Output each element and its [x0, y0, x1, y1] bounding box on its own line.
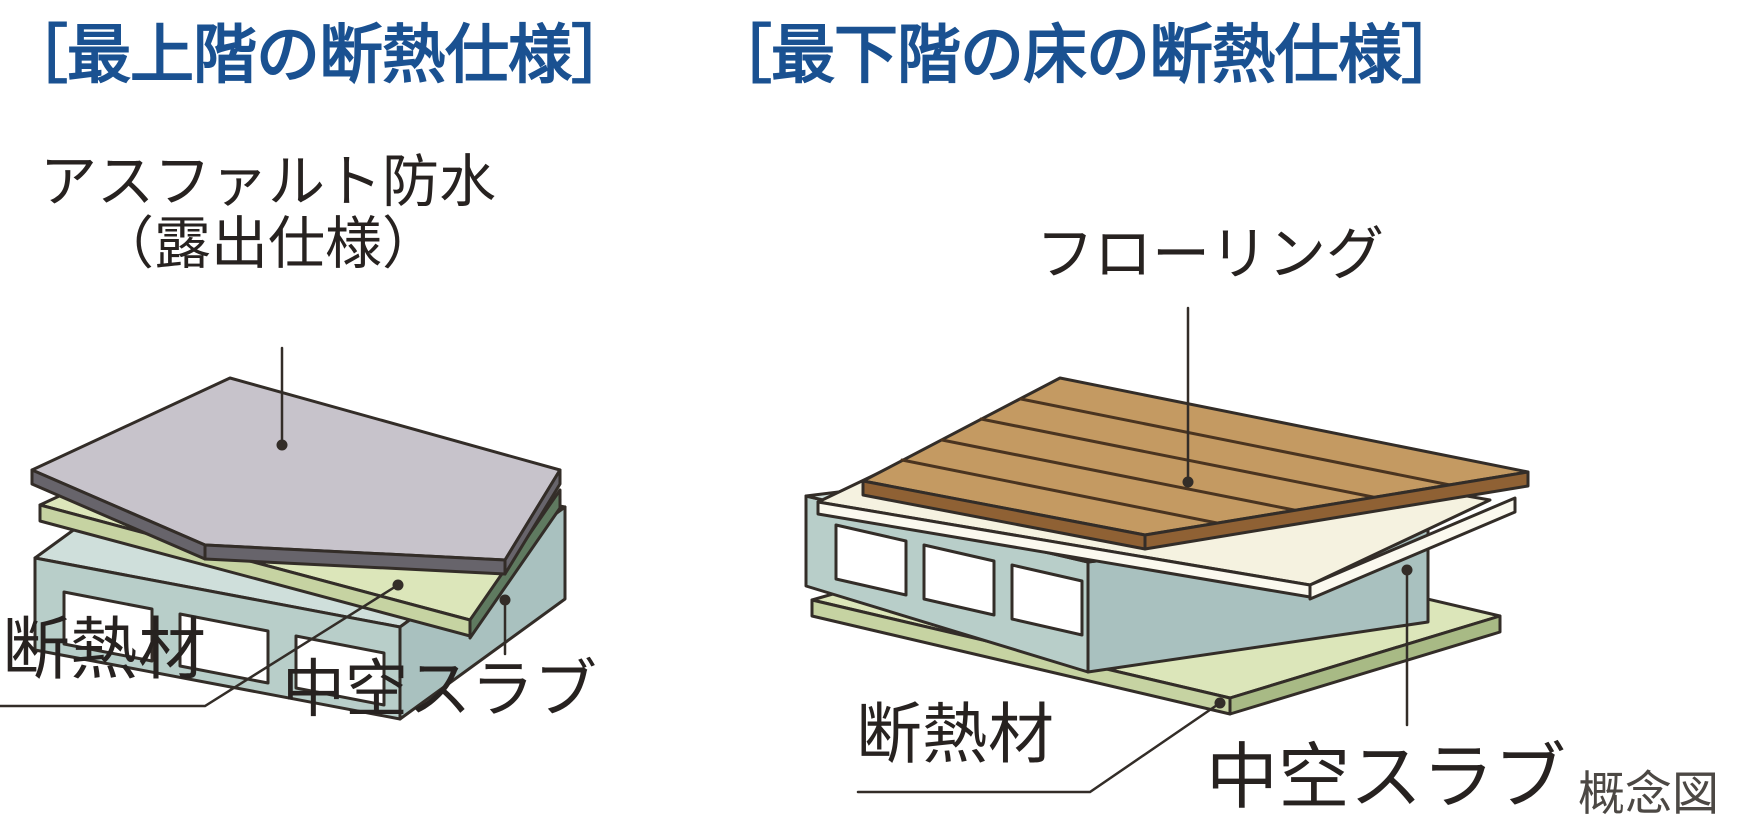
label-hollow-slab-left: 中空スラブ	[282, 655, 597, 725]
right-slab-void-hole	[834, 523, 908, 597]
left-slab-void-hole	[294, 634, 386, 707]
flooring-plank-line	[1019, 397, 1452, 487]
right-slab-void-hole	[922, 543, 996, 617]
right-insulation-right-edge	[1228, 614, 1502, 716]
right-insulation-leader-dot	[1214, 697, 1226, 709]
label-asphalt-line1: アスファルト防水	[40, 151, 496, 214]
top-floor-slab-illustration	[0, 346, 567, 721]
bottom-floor-slab-illustration	[804, 306, 1530, 794]
right-insulation-leader-line	[856, 701, 1222, 794]
flooring-plank-line	[940, 438, 1296, 512]
flooring-plank-line	[979, 417, 1375, 499]
left-slab-void-hole	[62, 590, 154, 663]
footnote-conceptual-diagram: 概念図	[1578, 769, 1719, 821]
left-asphalt-right-edge	[503, 468, 562, 576]
label-insulation-right: 断熱材	[856, 699, 1054, 772]
right-slab-leader-dot	[1401, 564, 1413, 576]
label-insulation-left: 断熱材	[2, 612, 207, 688]
heading-bottom-floor-spec: ［最下階の床の断熱仕様］	[708, 20, 1465, 91]
heading-top-floor-spec: ［最上階の断熱仕様］	[4, 20, 635, 91]
left-insulation-leader-line	[0, 583, 400, 708]
left-slab-void-hole	[178, 612, 270, 685]
left-slab-leader-dot	[499, 594, 511, 606]
label-asphalt-waterproofing: アスファルト防水 （露出仕様）	[38, 152, 498, 275]
label-flooring: フローリング	[1036, 222, 1385, 287]
left-asphalt-leader-dot	[276, 439, 288, 451]
label-asphalt-line2: （露出仕様）	[97, 212, 439, 276]
right-flooring-right-edge	[1143, 470, 1530, 551]
left-insulation-leader-dot	[392, 579, 404, 591]
right-underlay-right-edge	[1308, 496, 1517, 601]
label-hollow-slab-right: 中空スラブ	[1206, 738, 1567, 818]
right-slab-void-hole	[1010, 563, 1084, 637]
flooring-plank-line	[900, 458, 1219, 525]
right-flooring-leader-dot	[1182, 476, 1194, 488]
